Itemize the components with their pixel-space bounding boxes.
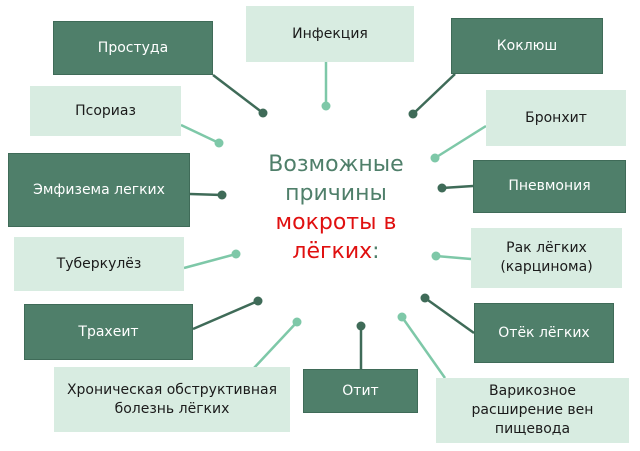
cause-infection: Инфекция — [246, 6, 414, 62]
cause-bronchitis: Бронхит — [486, 90, 626, 146]
cause-otitis: Отит — [303, 369, 418, 413]
cause-pulmonary-edema: Отёк лёгких — [474, 303, 614, 363]
cause-pertussis: Коклюш — [451, 18, 603, 74]
cause-tuberculosis: Туберкулёз — [14, 237, 184, 291]
cause-pneumonia: Пневмония — [473, 160, 626, 213]
title-line-3: мокроты в — [275, 210, 397, 235]
cause-copd: Хроническая обструктивная болезнь лёгких — [54, 367, 290, 432]
cause-lung-cancer: Рак лёгких (карцинома) — [471, 228, 622, 288]
title-line-1: Возможные — [268, 152, 404, 177]
cause-esophageal-varices: Варикозное расширение вен пищевода — [436, 378, 629, 443]
title-colon: : — [372, 239, 380, 264]
title-line-4: лёгких — [292, 239, 373, 264]
title-line-2: причины — [285, 181, 387, 206]
cause-emphysema: Эмфизема легких — [8, 153, 190, 227]
cause-tracheitis: Трахеит — [24, 304, 193, 360]
diagram-title: Возможные причины мокроты в лёгких: — [246, 150, 426, 266]
cause-psoriasis: Псориаз — [30, 86, 181, 136]
cause-cold: Простуда — [53, 21, 213, 75]
